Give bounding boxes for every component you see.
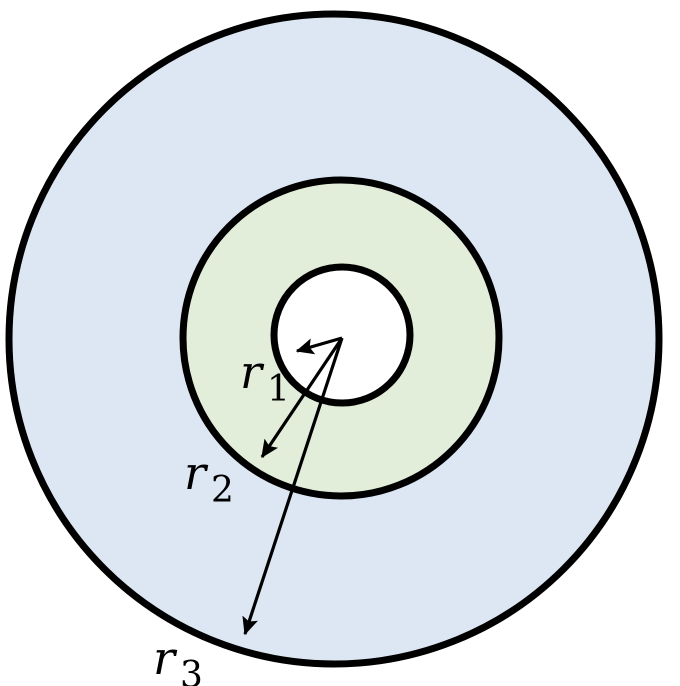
r3-arrow [242,337,344,636]
label-r2-subscript: 2 [211,470,234,511]
r2-arrow [260,337,344,459]
label-r3-subscript: 3 [180,655,203,686]
label-r2-group: r 2 [184,446,234,511]
label-r1-group: r 1 [240,345,290,410]
label-r3-group: r 3 [153,631,203,686]
r1-arrow [295,336,343,355]
inner-circle [270,263,414,407]
label-r1-subscript: 1 [267,369,290,410]
label-r1-base: r [240,345,265,399]
label-r3-base: r [153,631,178,685]
label-r2-base: r [184,446,209,500]
